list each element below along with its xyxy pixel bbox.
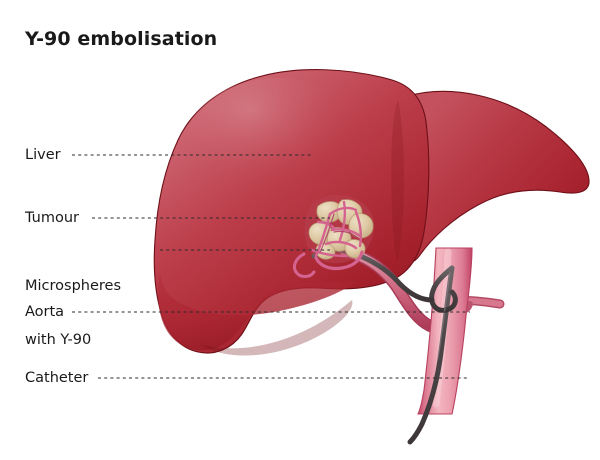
catheter-highlight — [437, 271, 451, 359]
page-title: Y-90 embolisation — [25, 28, 218, 50]
liver-lower-lobe — [158, 272, 356, 351]
liver-highlight — [182, 78, 374, 222]
label-aorta: Aorta — [25, 304, 65, 320]
tumour-feeder-vessel-2 — [292, 252, 316, 278]
label-microspheres-line1: Microspheres — [25, 278, 122, 294]
liver-bottom-shadow — [200, 300, 353, 356]
label-microspheres-line2: with Y-90 — [25, 332, 92, 348]
label-microspheres: Microspheres with Y-90 — [25, 241, 121, 385]
label-tumour: Tumour — [25, 210, 79, 226]
tumour-vasculature — [310, 200, 362, 258]
hepatic-artery — [339, 246, 505, 332]
liver-lobe-shadow — [391, 100, 404, 262]
tumour-vasculature-dark — [319, 213, 359, 253]
tumour-mass — [292, 194, 375, 278]
label-liver: Liver — [25, 147, 61, 163]
liver-organ — [153, 69, 590, 356]
tumour-feeder-vessel — [314, 250, 364, 271]
catheter-loop — [429, 265, 458, 313]
label-catheter: Catheter — [25, 370, 89, 386]
leader-lines — [72, 154, 470, 379]
